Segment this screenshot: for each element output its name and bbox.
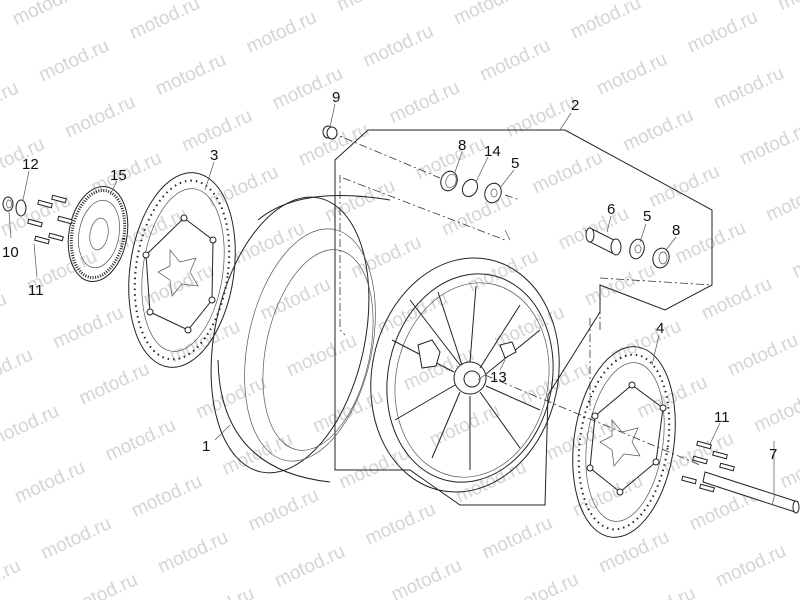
callout-15: 15 [110, 167, 127, 184]
callout-11: 11 [28, 282, 44, 299]
spacer[interactable] [585, 227, 622, 256]
callout-11b: 11 [714, 409, 730, 426]
tyre[interactable] [188, 182, 396, 487]
callout-7: 7 [769, 446, 777, 463]
callout-labels: 1 2 3 4 5 5 6 7 8 8 9 10 11 11 12 13 14 … [2, 89, 777, 463]
callout-8b: 8 [672, 222, 680, 239]
wheel-rim[interactable] [349, 240, 580, 510]
assembly-axis-lines [329, 131, 701, 466]
valve[interactable] [499, 341, 517, 371]
disc-screws-left[interactable] [27, 194, 73, 245]
circlip-left[interactable] [15, 199, 27, 217]
oil-seal-left[interactable] [438, 169, 460, 193]
wheel-group-outline [334, 129, 713, 506]
brake-disc-right[interactable] [561, 340, 687, 544]
disc-screws-right[interactable] [681, 440, 735, 493]
phonic-wheel[interactable] [61, 182, 135, 287]
callout-8: 8 [458, 137, 466, 154]
bearing-left[interactable] [482, 181, 504, 205]
cap[interactable] [322, 125, 338, 140]
callout-3: 3 [210, 147, 218, 164]
washer[interactable] [2, 196, 14, 212]
leader-lines [8, 103, 775, 494]
oil-seal-right[interactable] [651, 246, 672, 269]
callout-5: 5 [511, 155, 519, 172]
callout-5b: 5 [643, 208, 651, 225]
callout-13: 13 [490, 369, 507, 386]
bearing-right[interactable] [628, 238, 647, 261]
callout-10: 10 [2, 244, 19, 261]
callout-4: 4 [656, 320, 664, 337]
callout-2: 2 [571, 97, 579, 114]
callout-14: 14 [484, 143, 501, 160]
wheel-spokes [391, 285, 541, 470]
callout-12: 12 [22, 156, 39, 173]
circlip-hub[interactable] [459, 177, 480, 200]
callout-1: 1 [202, 438, 210, 455]
wheel-axle[interactable] [702, 471, 800, 514]
callout-6: 6 [607, 201, 615, 218]
callout-9: 9 [332, 89, 340, 106]
